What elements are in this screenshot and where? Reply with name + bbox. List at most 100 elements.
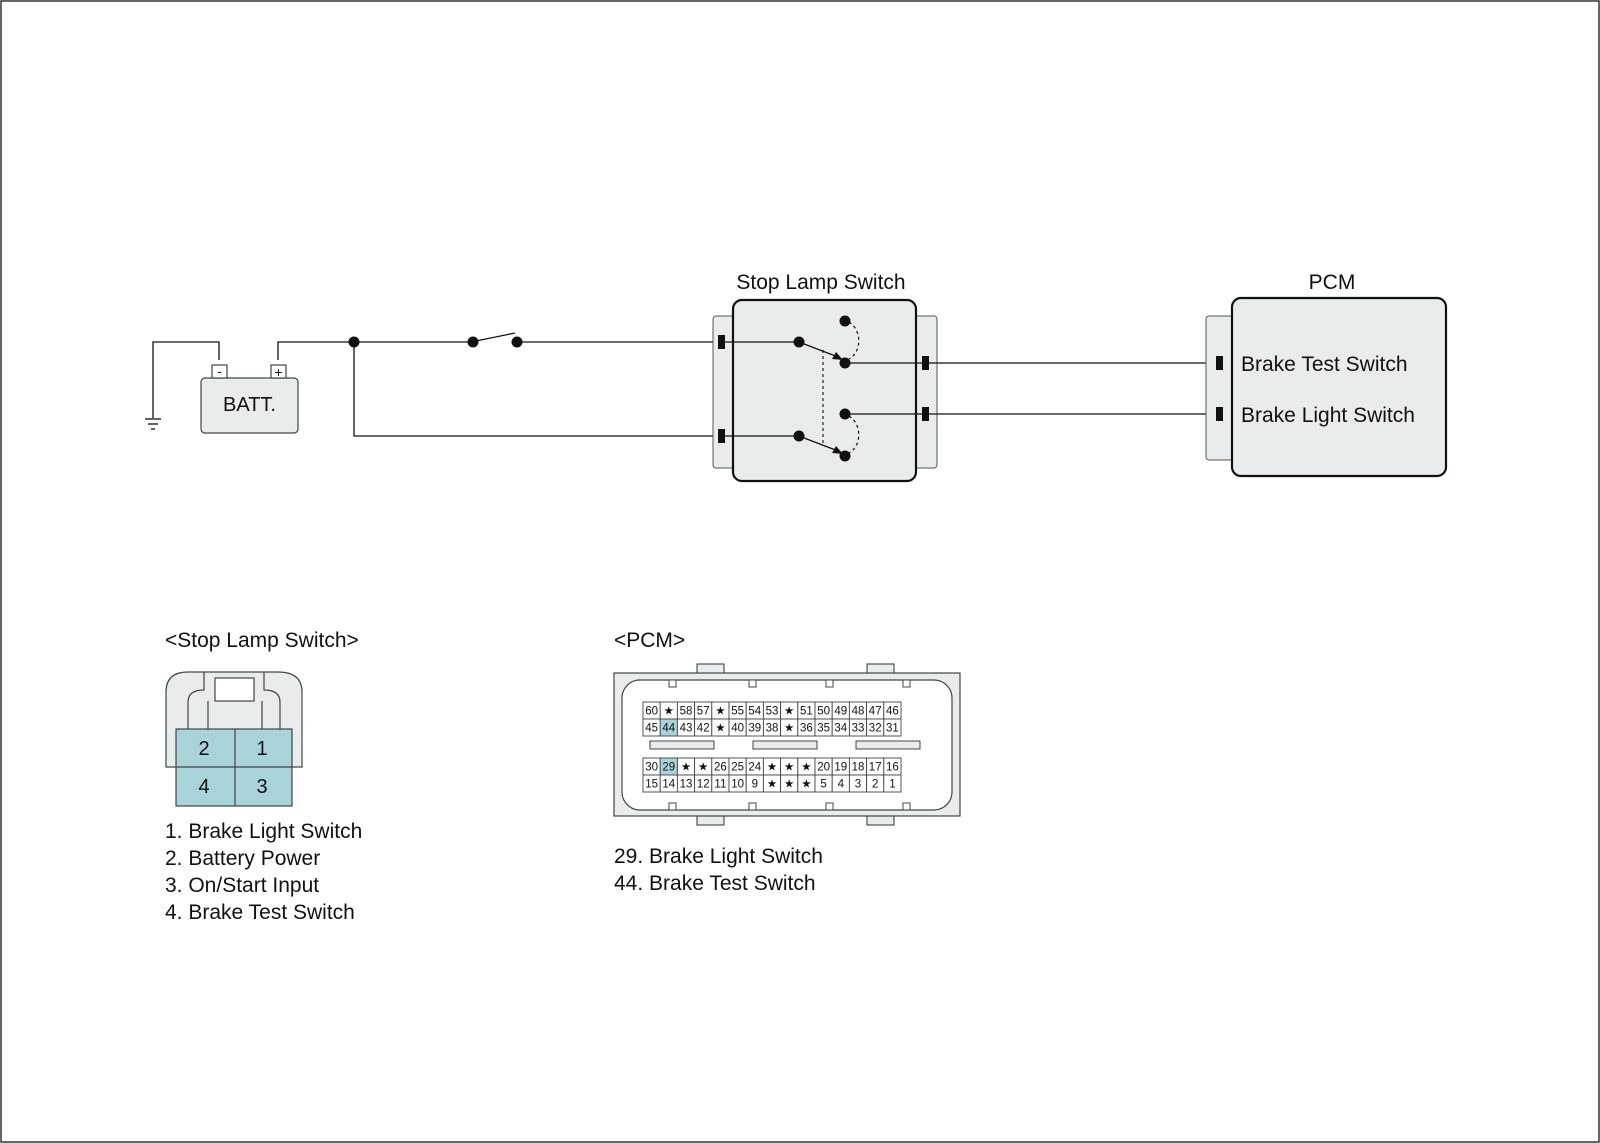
wire-batt-to-switch (277, 341, 473, 360)
pcm-pin-label: 49 (834, 706, 847, 718)
stop-lamp-legend: 1. Brake Light Switch 2. Battery Power 3… (165, 820, 362, 924)
pcm-pin-label: 13 (680, 779, 693, 791)
ground-symbol (145, 341, 220, 430)
pcm-title: PCM (1309, 271, 1356, 294)
pcm-pin-label: 3 (855, 779, 861, 791)
pcm-pin-label: 16 (886, 762, 899, 774)
battery: - + BATT. (200, 364, 299, 434)
pcm-pin-label: 12 (697, 779, 710, 791)
legend-item: 44. Brake Test Switch (614, 872, 816, 895)
pcm-pin-label: 26 (714, 762, 727, 774)
pcm-pin-label: 53 (766, 706, 779, 718)
pcm-pin-label: 46 (886, 706, 899, 718)
pcm-pin-label: ★ (767, 779, 777, 791)
battery-label: BATT. (223, 394, 276, 416)
pcm-pin-label: 58 (680, 706, 693, 718)
pcm-pin-label: 50 (817, 706, 830, 718)
connector-pin-4: 4 (198, 776, 209, 798)
pcm-pin-label: ★ (715, 723, 725, 735)
pcm-pin-label: 25 (731, 762, 744, 774)
pcm-pin-label: 42 (697, 723, 710, 735)
pcm-pin-label: 14 (662, 779, 675, 791)
pcm-connector-title: <PCM> (614, 629, 685, 652)
pcm-pin-label: 20 (817, 762, 830, 774)
pcm-pin-label: 18 (852, 762, 865, 774)
pcm-pin-label: 32 (869, 723, 882, 735)
pcm-pin-label: 30 (645, 762, 658, 774)
pcm-pin-label: 17 (869, 762, 882, 774)
pcm-pin-label: 5 (820, 779, 826, 791)
pcm-pin-label: 11 (714, 779, 726, 791)
pcm-pin-label: 2 (872, 779, 878, 791)
pcm-pin-label: ★ (784, 706, 794, 718)
pcm-pin-cell (883, 774, 902, 793)
housing-notch (668, 679, 677, 688)
pcm-pin-label: 10 (731, 779, 744, 791)
stop-lamp-connector: 2 1 4 3 (165, 671, 303, 807)
pcm-pin-label: 39 (748, 723, 761, 735)
legend-item: 3. On/Start Input (165, 874, 319, 897)
junction-dot (348, 336, 360, 348)
pcm-pin-label: 60 (645, 706, 658, 718)
battery-pos-label: + (274, 364, 282, 380)
pcm-pin-label: ★ (784, 723, 794, 735)
legend-item: 29. Brake Light Switch (614, 845, 823, 868)
connector-pin-2: 2 (198, 738, 209, 760)
inline-switch (467, 332, 523, 348)
pcm-pin-label: ★ (801, 762, 811, 774)
pcm-pin-label: 35 (817, 723, 830, 735)
pcm-block: Brake Test Switch Brake Light Switch (1205, 296, 1448, 478)
pcm-pin-label: ★ (715, 706, 725, 718)
pcm-pin-label: 48 (852, 706, 865, 718)
legend-item: 1. Brake Light Switch (165, 820, 362, 843)
pcm-pin-label: 34 (834, 723, 847, 735)
connector-pin-1: 1 (256, 738, 267, 760)
pcm-pin-label: 15 (645, 779, 658, 791)
pcm-pin-label: 24 (748, 762, 761, 774)
pcm-pin-label: 55 (731, 706, 744, 718)
connector-pin-3: 3 (256, 776, 267, 798)
legend-item: 2. Battery Power (165, 847, 320, 870)
housing-notch (825, 802, 834, 811)
pcm-pin-label: 45 (645, 723, 658, 735)
pcm-pin-label: 9 (752, 779, 758, 791)
pcm-pin-label: 57 (697, 706, 710, 718)
battery-positive-terminal (270, 364, 287, 379)
pcm-pin-label: 1 (889, 779, 895, 791)
battery-neg-label: - (217, 364, 221, 379)
pcm-pin-label: 31 (886, 723, 899, 735)
pcm-pin-label: 54 (748, 706, 761, 718)
stop-lamp-switch-title: Stop Lamp Switch (736, 271, 905, 294)
pcm-pin-label: 33 (852, 723, 865, 735)
pcm-pin-label: 4 (838, 779, 845, 791)
pcm-pin-label: ★ (784, 779, 794, 791)
pcm-pin-brake-light: Brake Light Switch (1241, 404, 1415, 427)
pcm-pin-label: ★ (801, 779, 811, 791)
pcm-pin-label: ★ (698, 762, 708, 774)
pcm-pin-cell (883, 718, 902, 737)
housing-notch (825, 679, 834, 688)
pcm-legend: 29. Brake Light Switch 44. Brake Test Sw… (614, 845, 823, 895)
pcm-pin-label: ★ (681, 762, 691, 774)
wire-to-stop-lamp-bottom (353, 342, 717, 437)
pcm-pin-label: ★ (664, 706, 674, 718)
housing-notch (748, 802, 757, 811)
pcm-pin-label: 40 (731, 723, 744, 735)
pcm-pin-label: 44 (662, 723, 675, 735)
stop-lamp-switch-block (712, 298, 938, 483)
pcm-pin-label: ★ (784, 762, 794, 774)
pcm-pin-label: 51 (800, 706, 813, 718)
housing-notch (902, 679, 911, 688)
housing-notch (902, 802, 911, 811)
housing-notch (748, 679, 757, 688)
legend-item: 4. Brake Test Switch (165, 901, 355, 924)
pcm-pin-label: 38 (766, 723, 779, 735)
pcm-pin-label: 47 (869, 706, 882, 718)
pcm-pin-label: 43 (680, 723, 693, 735)
pcm-pin-label: 19 (834, 762, 847, 774)
housing-notch (668, 802, 677, 811)
battery-negative-terminal (211, 364, 228, 379)
